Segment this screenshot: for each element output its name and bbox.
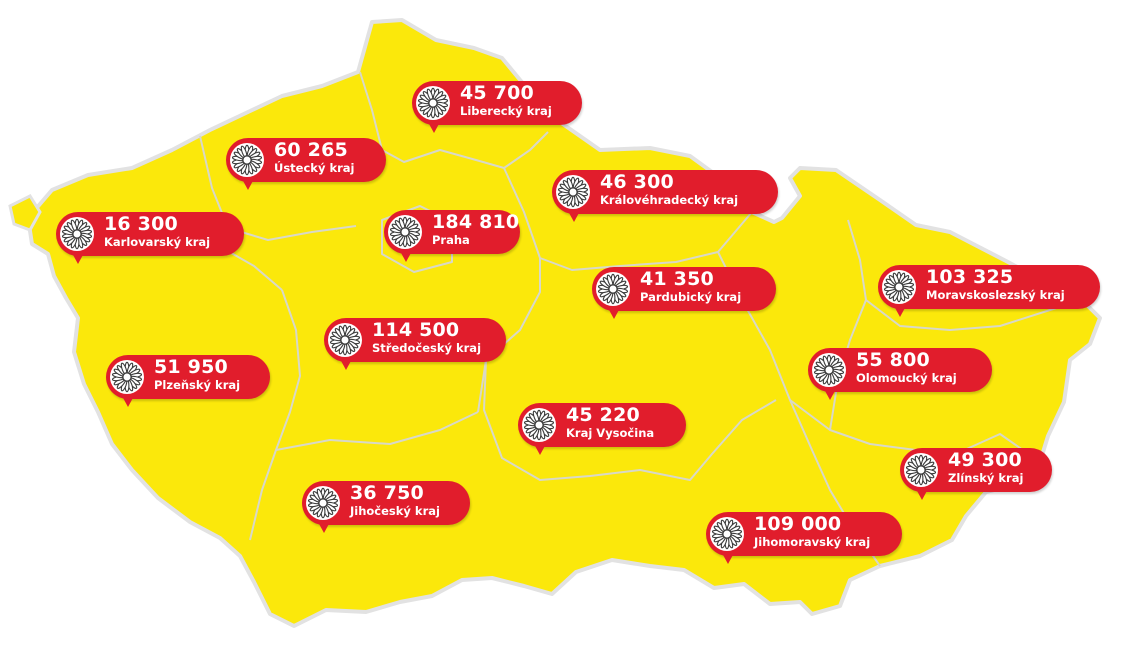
region-label: Kraj Vysočina bbox=[566, 426, 655, 440]
region-label: Ústecký kraj bbox=[274, 161, 355, 175]
region-value: 51 950 bbox=[154, 356, 228, 378]
country-west-tip bbox=[8, 194, 42, 232]
region-value: 103 325 bbox=[926, 266, 1014, 288]
region-label: Karlovarský kraj bbox=[104, 235, 211, 249]
daisy-flower-icon bbox=[812, 353, 846, 387]
region-value: 36 750 bbox=[350, 482, 424, 504]
region-label: Praha bbox=[432, 233, 470, 247]
daisy-flower-icon bbox=[416, 86, 450, 120]
region-label: Jihočeský kraj bbox=[350, 504, 440, 518]
region-label: Pardubický kraj bbox=[640, 290, 742, 304]
daisy-flower-icon bbox=[388, 215, 422, 249]
daisy-flower-icon bbox=[60, 217, 94, 251]
region-value: 41 350 bbox=[640, 268, 714, 290]
daisy-flower-icon bbox=[522, 408, 556, 442]
daisy-flower-icon bbox=[110, 360, 144, 394]
region-label: Středočeský kraj bbox=[372, 341, 482, 355]
region-value: 49 300 bbox=[948, 449, 1022, 471]
region-value: 16 300 bbox=[104, 213, 178, 235]
daisy-flower-icon bbox=[710, 517, 744, 551]
region-borders bbox=[111, 71, 1083, 567]
region-value: 114 500 bbox=[372, 319, 460, 341]
region-value: 109 000 bbox=[754, 513, 842, 535]
region-value: 45 700 bbox=[460, 82, 534, 104]
region-label: Zlínský kraj bbox=[948, 471, 1024, 485]
daisy-flower-icon bbox=[904, 453, 938, 487]
daisy-flower-icon bbox=[882, 270, 916, 304]
region-value: 46 300 bbox=[600, 171, 674, 193]
region-label: Olomoucký kraj bbox=[856, 371, 957, 385]
region-label: Jihomoravský kraj bbox=[754, 535, 871, 549]
daisy-flower-icon bbox=[230, 143, 264, 177]
daisy-flower-icon bbox=[328, 323, 362, 357]
region-value: 55 800 bbox=[856, 349, 930, 371]
daisy-flower-icon bbox=[556, 175, 590, 209]
daisy-flower-icon bbox=[596, 272, 630, 306]
region-label: Plzeňský kraj bbox=[154, 378, 241, 392]
region-label: Moravskoslezský kraj bbox=[926, 288, 1065, 302]
region-value: 45 220 bbox=[566, 404, 640, 426]
region-label: Královéhradecký kraj bbox=[600, 193, 739, 207]
region-label: Liberecký kraj bbox=[460, 104, 552, 118]
daisy-flower-icon bbox=[306, 486, 340, 520]
region-value: 184 810 bbox=[432, 211, 520, 233]
region-value: 60 265 bbox=[274, 139, 348, 161]
